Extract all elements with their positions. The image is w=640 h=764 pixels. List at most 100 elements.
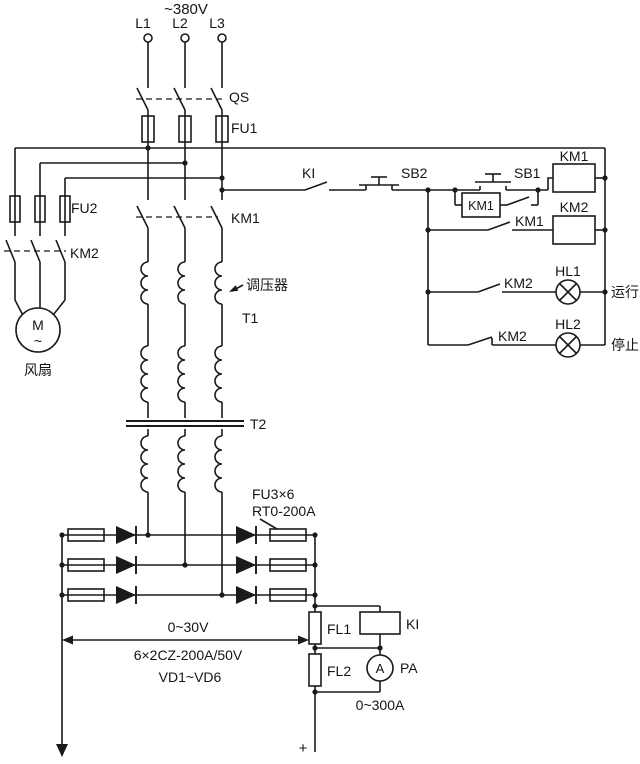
- km1-self-hold-branch: KM1: [454, 190, 539, 218]
- motor-letter: M: [32, 317, 44, 333]
- fuse: [34, 195, 46, 223]
- power-supply: ~380V L1 L2 L3: [135, 1, 227, 88]
- t1-label: T1: [242, 310, 259, 326]
- fu1-fuses: FU1: [141, 115, 258, 143]
- motor-ac-symbol: ~: [34, 333, 42, 349]
- diode: [236, 526, 256, 544]
- km1-main-label: KM1: [231, 210, 260, 226]
- t2-primary-coil: [214, 345, 223, 403]
- bridge-row-2: [62, 556, 315, 574]
- km1-no-label: KM1: [515, 213, 544, 229]
- pa-label: PA: [400, 660, 418, 676]
- fl1-shunt: [308, 611, 322, 645]
- diode: [116, 586, 136, 604]
- transformer-t2: T2: [126, 345, 267, 595]
- phase-l3-label: L3: [209, 15, 225, 31]
- terminal-l2: [180, 33, 190, 43]
- bridge-row-3: [62, 586, 315, 604]
- qs-disconnect-switch: QS: [136, 87, 249, 111]
- motor-branch-wires: [14, 148, 66, 315]
- fan-label: 风扇: [24, 362, 52, 378]
- ammeter-letter: A: [376, 661, 385, 676]
- fuse: [269, 528, 307, 542]
- control-circuit: KI SB2 SB1: [222, 148, 639, 358]
- diode: [236, 586, 256, 604]
- ki-relay-coil: [359, 611, 401, 635]
- km2-no-blade: [477, 283, 501, 293]
- hl2-label: HL2: [555, 316, 581, 332]
- phase-l1-label: L1: [135, 15, 151, 31]
- control-rung-2: KM1 KM2: [428, 199, 605, 245]
- t1-coil: [177, 261, 186, 305]
- km2-nc-blade: [467, 336, 493, 346]
- rectifier-bridge: FU3×6 RT0-200A: [61, 486, 316, 752]
- km1-aux-label: KM1: [468, 199, 494, 213]
- fl1-label: FL1: [327, 621, 351, 637]
- km1-main-contacts: KM1: [136, 205, 260, 229]
- t2-secondary-coil: [214, 435, 223, 493]
- t2-primary-coil: [140, 345, 149, 403]
- fu3-leader: [259, 518, 278, 530]
- control-rung-3: KM2 HL1 运行: [428, 263, 639, 305]
- phase-l2-label: L2: [172, 15, 188, 31]
- t2-primary-coil: [177, 345, 186, 403]
- km2-coil: [552, 215, 596, 245]
- regulator-arrowhead: [229, 285, 239, 292]
- dc-voltage-range: 0~30V: [168, 619, 210, 635]
- supply-wires: [147, 42, 223, 88]
- fuse: [269, 558, 307, 572]
- arrowhead-left: [62, 635, 73, 645]
- fuse: [9, 195, 21, 223]
- stop-label: 停止: [611, 337, 639, 353]
- sb1-label: SB1: [514, 165, 541, 181]
- km2-main-label: KM2: [70, 245, 99, 261]
- pa-wires: [315, 681, 381, 693]
- fl2-shunt: [308, 653, 322, 687]
- t1-coil: [214, 261, 223, 305]
- fu3-type-label: RT0-200A: [252, 503, 316, 519]
- negative-output-arrow: [56, 744, 68, 757]
- qs-label: QS: [229, 89, 249, 105]
- ki-relay-wires: [315, 605, 381, 655]
- diode: [116, 526, 136, 544]
- positive-output-label: +: [299, 740, 308, 757]
- km2-no-label: KM2: [504, 275, 533, 291]
- ki-relay-label: KI: [406, 616, 419, 632]
- t1-wires: [147, 228, 223, 346]
- fuse: [67, 558, 105, 572]
- terminal-l1: [143, 33, 153, 43]
- arrowhead-right: [298, 635, 309, 645]
- t2-label: T2: [250, 416, 267, 432]
- voltage-regulator-t1: 调压器 T1: [140, 228, 288, 346]
- control-rung-1: KI SB2 SB1: [222, 148, 605, 218]
- rectifier-spec: 6×2CZ-200A/50V: [134, 647, 243, 663]
- diode-names: VD1~VD6: [159, 669, 222, 685]
- fl2-label: FL2: [327, 663, 351, 679]
- sb2-label: SB2: [401, 165, 428, 181]
- fuse: [59, 195, 71, 223]
- km1-coil-label: KM1: [560, 148, 589, 164]
- t2-secondary-coil: [140, 435, 149, 493]
- dc-current-range: 0~300A: [356, 697, 405, 713]
- sb1-start-button: [475, 173, 511, 190]
- hl1-lamp: [555, 279, 581, 305]
- hl2-lamp: [555, 332, 581, 358]
- t1-coil: [140, 261, 149, 305]
- km1-coil: [552, 163, 596, 193]
- km1-no-blade: [487, 221, 511, 231]
- diode: [116, 556, 136, 574]
- phase-wires: [15, 110, 605, 200]
- km2-main-contacts: KM2: [4, 239, 99, 263]
- t2-wires: [147, 402, 223, 595]
- fu2-fuses: FU2: [9, 195, 98, 223]
- fu3-label: FU3×6: [252, 486, 295, 502]
- km2-coil-label: KM2: [560, 199, 589, 215]
- run-label: 运行: [611, 284, 639, 300]
- regulator-label: 调压器: [246, 277, 288, 293]
- sb2-stop-button: [359, 176, 399, 190]
- fu2-label: FU2: [71, 200, 98, 216]
- control-rung-4: KM2 HL2 停止: [428, 316, 639, 358]
- ki-contact-label: KI: [302, 165, 315, 181]
